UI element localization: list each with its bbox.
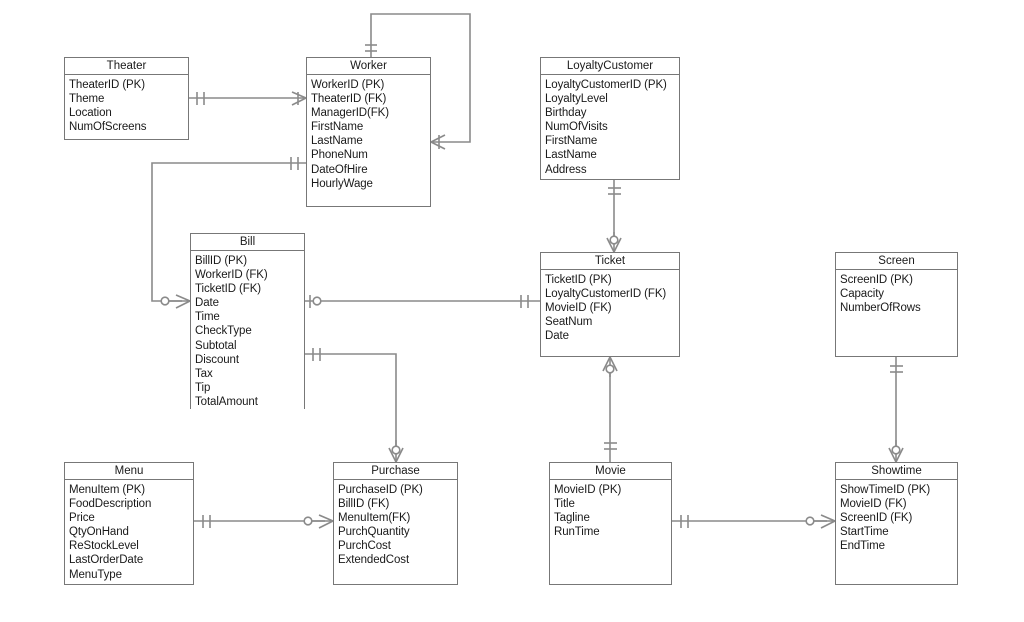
attribute-row: LastName: [545, 149, 597, 162]
attribute-row: Birthday: [545, 107, 587, 120]
attribute-row: FirstName: [311, 121, 364, 134]
attribute-row: PurchaseID (PK): [338, 484, 423, 496]
attribute-row: PurchCost: [338, 540, 391, 553]
attribute-row: MovieID (PK): [554, 484, 622, 496]
attribute-row: QtyOnHand: [69, 526, 129, 539]
attribute-row: Time: [195, 311, 220, 324]
relationship-bill-purchase: [305, 348, 404, 463]
attribute-row: RunTime: [554, 526, 600, 539]
attribute-row: MenuType: [69, 568, 122, 581]
attribute-row: Price: [69, 512, 95, 525]
attribute-row: FoodDescription: [69, 498, 152, 511]
attribute-row: Subtotal: [195, 339, 237, 352]
attribute-row: ExtendedCost: [338, 554, 410, 567]
attribute-row: WorkerID (PK): [311, 79, 385, 91]
entity-title-theater: Theater: [65, 58, 188, 75]
attribute-row: DateOfHire: [311, 163, 368, 176]
entity-title-showtime: Showtime: [836, 463, 957, 480]
attribute-row: Capacity: [840, 288, 884, 301]
attribute-row: Address: [545, 163, 587, 176]
attribute-row: ScreenID (FK): [840, 512, 913, 525]
relationship-loyaltycustomer-ticket: [606, 180, 622, 253]
entity-title-worker: Worker: [307, 58, 430, 75]
attribute-row: LastOrderDate: [69, 554, 144, 567]
attribute-row: CheckType: [195, 325, 252, 338]
attribute-row: MenuItem(FK): [338, 512, 411, 525]
entity-attributes-worker: WorkerID (PK) TheaterID (FK)ManagerID(FK)…: [307, 75, 430, 193]
attribute-row: WorkerID (FK): [195, 269, 268, 282]
relationship-movie-showtime: [672, 514, 836, 529]
attribute-row: ScreenID (PK): [840, 274, 913, 286]
attribute-row: ShowTimeID (PK): [840, 484, 931, 496]
attribute-row: NumOfScreens: [69, 121, 147, 134]
relationship-theater-worker: [189, 91, 307, 106]
attribute-row: ReStockLevel: [69, 540, 139, 553]
entity-attributes-purchase: PurchaseID (PK)BillID (FK)MenuItem(FK)Pu…: [334, 480, 457, 570]
relationship-bill-ticket: [305, 295, 540, 308]
attribute-row: PhoneNum: [311, 149, 368, 162]
attribute-row: ManagerID(FK): [311, 107, 389, 120]
attribute-row: LoyaltyCustomerID (PK): [545, 79, 667, 91]
entity-attributes-bill: BillID (PK) WorkerID (FK)TicketID (FK)Dat…: [191, 251, 304, 412]
attribute-row: FirstName: [545, 135, 598, 148]
attribute-row: Tax: [195, 367, 213, 380]
attribute-row: BillID (PK): [195, 255, 247, 267]
attribute-row: Location: [69, 107, 112, 120]
entity-title-bill: Bill: [191, 234, 304, 251]
attribute-row: TotalAmount: [195, 395, 258, 408]
attribute-row: Discount: [195, 353, 239, 366]
attribute-row: LastName: [311, 135, 363, 148]
attribute-row: Tip: [195, 381, 211, 394]
entity-title-loyaltycustomer: LoyaltyCustomer: [541, 58, 679, 75]
entity-title-menu: Menu: [65, 463, 193, 480]
attribute-row: TicketID (PK): [545, 274, 612, 286]
attribute-row: LoyaltyLevel: [545, 93, 608, 106]
attribute-row: Date: [545, 330, 569, 343]
attribute-row: EndTime: [840, 540, 885, 553]
attribute-row: Tagline: [554, 512, 590, 525]
attribute-row: NumberOfRows: [840, 302, 921, 315]
relationship-screen-showtime: [888, 357, 904, 463]
attribute-row: MovieID (FK): [545, 302, 612, 315]
attribute-row: LoyaltyCustomerID (FK): [545, 288, 667, 301]
entity-attributes-ticket: TicketID (PK) LoyaltyCustomerID (FK)Movie…: [541, 270, 679, 346]
attribute-row: Title: [554, 498, 575, 511]
entity-title-screen: Screen: [836, 253, 957, 270]
attribute-row: MovieID (FK): [840, 498, 907, 511]
attribute-row: TheaterID (PK): [69, 79, 145, 91]
relationship-menu-purchase: [194, 514, 334, 529]
attribute-row: PurchQuantity: [338, 526, 410, 539]
attribute-row: MenuItem (PK): [69, 484, 146, 496]
attribute-row: BillID (FK): [338, 498, 390, 511]
attribute-row: SeatNum: [545, 316, 593, 329]
relationship-ticket-movie: [602, 356, 618, 462]
attribute-row: Theme: [69, 93, 105, 106]
entity-title-ticket: Ticket: [541, 253, 679, 270]
attribute-row: TicketID (FK): [195, 283, 261, 296]
entity-attributes-showtime: ShowTimeID (PK) MovieID (FK)ScreenID (FK)…: [836, 480, 957, 556]
attribute-row: StartTime: [840, 526, 889, 539]
attribute-row: HourlyWage: [311, 177, 373, 190]
entity-title-purchase: Purchase: [334, 463, 457, 480]
attribute-row: Date: [195, 297, 219, 310]
attribute-row: NumOfVisits: [545, 121, 608, 134]
attribute-row: TheaterID (FK): [311, 93, 387, 106]
entity-title-movie: Movie: [550, 463, 671, 480]
